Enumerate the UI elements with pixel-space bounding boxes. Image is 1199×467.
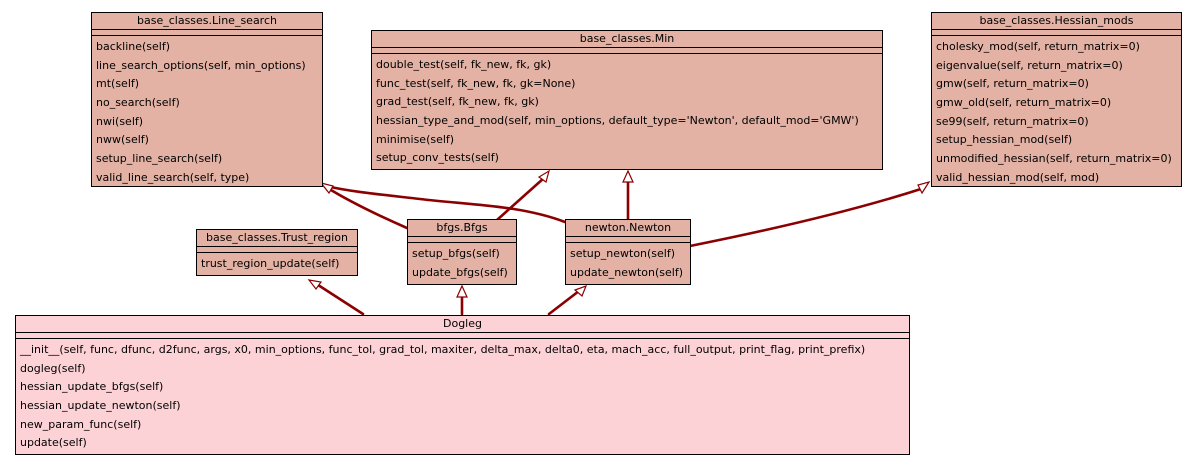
class-min[interactable]: base_classes.Min double_test(self, fk_ne… [371, 30, 883, 170]
attributes-compartment [92, 30, 322, 36]
method-item: trust_region_update(self) [201, 257, 340, 270]
class-name: Dogleg [16, 316, 909, 333]
method-item: mt(self) [96, 77, 140, 91]
attributes-compartment [566, 237, 690, 243]
method-item: valid_hessian_mod(self, mod) [936, 170, 1100, 184]
arrowhead-min [537, 169, 550, 183]
class-hessian-mods[interactable]: base_classes.Hessian_mods cholesky_mod(s… [931, 12, 1182, 187]
attributes-compartment [408, 237, 516, 243]
method-item: grad_test(self, fk_new, fk, gk) [376, 95, 539, 109]
method-item: gmw_old(self, return_matrix=0) [936, 96, 1112, 110]
method-item: gmw(self, return_matrix=0) [936, 77, 1089, 91]
arrowhead-min-newton [622, 169, 634, 183]
class-trust-region[interactable]: base_classes.Trust_region trust_region_u… [196, 229, 358, 276]
class-bfgs[interactable]: bfgs.Bfgs setup_bfgs(self) update_bfgs(s… [407, 219, 517, 285]
class-dogleg[interactable]: Dogleg __init__(self, func, dfunc, d2fun… [15, 315, 910, 455]
arrowhead-bfgs [456, 284, 468, 298]
edge-bfgs-min [495, 176, 546, 222]
class-name: base_classes.Line_search [92, 13, 322, 30]
edge-bfgs-line-search [324, 185, 409, 230]
class-name: base_classes.Min [372, 31, 882, 48]
method-item: func_test(self, fk_new, fk, gk=None) [376, 76, 576, 90]
arrowhead-hessian-mods [917, 181, 931, 195]
attributes-compartment [197, 247, 357, 253]
class-name: base_classes.Hessian_mods [932, 13, 1181, 30]
method-item: update_newton(self) [570, 265, 684, 279]
method-item: setup_hessian_mod(self) [936, 133, 1073, 147]
class-name: bfgs.Bfgs [408, 220, 516, 237]
method-item: unmodified_hessian(self, return_matrix=0… [936, 152, 1172, 166]
method-item: hessian_type_and_mod(self, min_options, … [376, 114, 859, 128]
edge-dogleg-newton [547, 289, 581, 316]
method-item: minimise(self) [376, 132, 455, 146]
method-item: backline(self) [96, 40, 171, 53]
methods-compartment: double_test(self, fk_new, fk, gk) func_t… [372, 54, 882, 168]
method-item: cholesky_mod(self, return_matrix=0) [936, 40, 1140, 53]
method-item: hessian_update_bfgs(self) [20, 380, 164, 394]
methods-compartment: setup_newton(self) update_newton(self) [566, 243, 690, 282]
method-item: setup_bfgs(self) [412, 247, 500, 260]
class-line-search[interactable]: base_classes.Line_search backline(self) … [91, 12, 323, 187]
class-newton[interactable]: newton.Newton setup_newton(self) update_… [565, 219, 691, 285]
methods-compartment: trust_region_update(self) [197, 253, 357, 274]
methods-compartment: cholesky_mod(self, return_matrix=0) eige… [932, 36, 1181, 188]
method-item: no_search(self) [96, 96, 180, 110]
attributes-compartment [372, 48, 882, 54]
arrowhead-trust-region [307, 279, 323, 291]
method-item: line_search_options(self, min_options) [96, 58, 306, 72]
method-item: setup_newton(self) [570, 247, 676, 260]
methods-compartment: __init__(self, func, dfunc, d2func, args… [16, 339, 909, 453]
method-item: eigenvalue(self, return_matrix=0) [936, 58, 1123, 72]
methods-compartment: setup_bfgs(self) update_bfgs(self) [408, 243, 516, 282]
method-item: double_test(self, fk_new, fk, gk) [376, 58, 552, 71]
methods-compartment: backline(self) line_search_options(self,… [92, 36, 322, 188]
method-item: setup_line_search(self) [96, 152, 223, 166]
method-item: se99(self, return_matrix=0) [936, 114, 1089, 128]
arrowhead-line-search [319, 181, 334, 195]
class-name: newton.Newton [566, 220, 690, 237]
method-item: update_bfgs(self) [412, 265, 508, 279]
edge-dogleg-trust-region [313, 281, 365, 316]
method-item: new_param_func(self) [20, 417, 142, 431]
method-item: update(self) [20, 436, 87, 450]
method-item: setup_conv_tests(self) [376, 151, 499, 165]
method-item: nwi(self) [96, 114, 144, 128]
class-name: base_classes.Trust_region [197, 230, 357, 247]
method-item: nww(self) [96, 133, 149, 147]
method-item: hessian_update_newton(self) [20, 399, 181, 413]
edge-newton-hessian-mods [688, 186, 926, 248]
method-item: __init__(self, func, dfunc, d2func, args… [20, 343, 866, 356]
attributes-compartment [16, 333, 909, 339]
attributes-compartment [932, 30, 1181, 36]
edge-newton-line-search [324, 184, 567, 224]
method-item: dogleg(self) [20, 361, 86, 375]
arrowhead-newton [573, 284, 588, 298]
method-item: valid_line_search(self, type) [96, 170, 250, 184]
